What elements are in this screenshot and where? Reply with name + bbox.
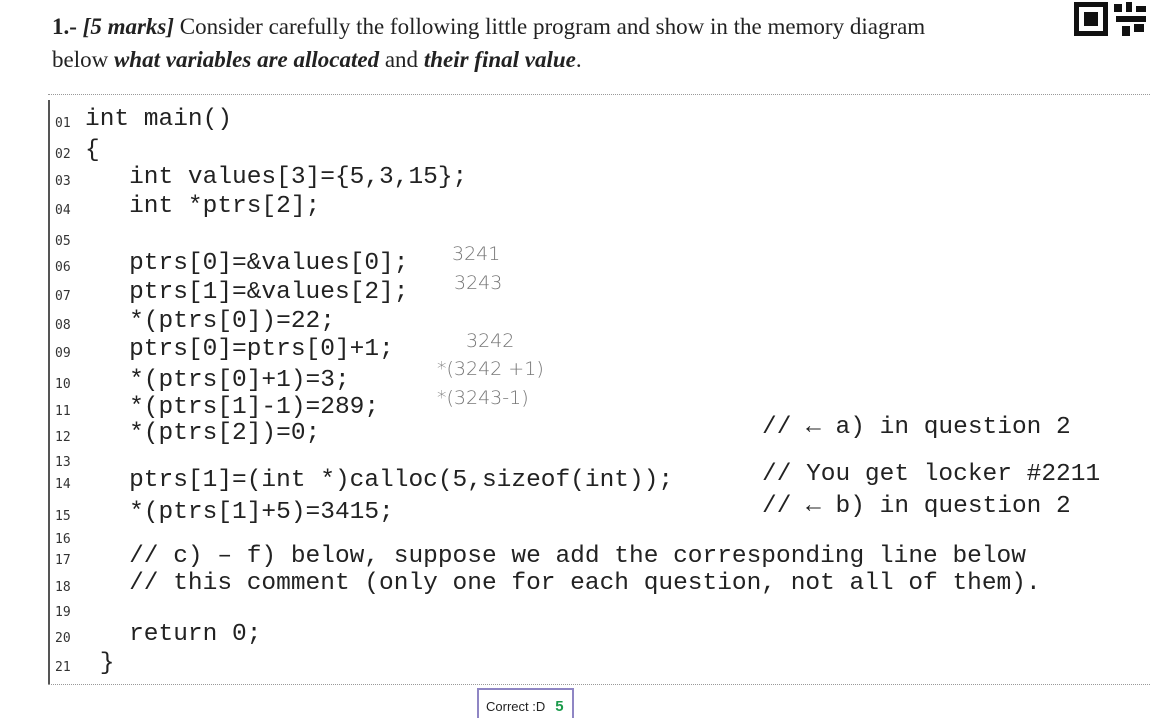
line-number: 13 <box>55 455 71 470</box>
question-emphasis: what variables are allocated <box>113 47 380 72</box>
divider <box>48 684 1150 685</box>
line-number: 10 <box>55 377 71 392</box>
line-number: 18 <box>55 580 71 595</box>
line-number: 15 <box>55 509 71 524</box>
line-number: 20 <box>55 631 71 646</box>
divider <box>48 94 1150 95</box>
code-comment: // ← a) in question 2 <box>762 414 1071 441</box>
line-number: 02 <box>55 147 71 162</box>
code-line: *(ptrs[0]+1)=3; <box>85 367 350 394</box>
code-line: // c) – f) below, suppose we add the cor… <box>85 543 1026 570</box>
line-number: 04 <box>55 203 71 218</box>
handwritten-note: *(3243-1) <box>437 387 529 409</box>
grade-label: Correct :D <box>486 699 546 714</box>
grade-score: 5 <box>555 698 564 715</box>
line-number: 21 <box>55 660 71 675</box>
code-line: int values[3]={5,3,15}; <box>85 164 468 191</box>
line-number: 14 <box>55 477 71 492</box>
question-text: 1.- [5 marks] Consider carefully the fol… <box>52 10 932 76</box>
question-part: and <box>379 47 424 72</box>
question-emphasis: their final value <box>423 47 576 72</box>
code-line: int *ptrs[2]; <box>85 193 321 220</box>
handwritten-note: 3242 <box>466 330 515 352</box>
grade-badge: Correct :D 5 <box>477 688 574 718</box>
code-line: ptrs[0]=ptrs[0]+1; <box>85 336 394 363</box>
code-line: { <box>85 137 100 164</box>
code-line: *(ptrs[0])=22; <box>85 308 335 335</box>
line-number: 07 <box>55 289 71 304</box>
line-number: 06 <box>55 260 71 275</box>
code-line: *(ptrs[1]-1)=289; <box>85 394 380 421</box>
code-line: return 0; <box>85 621 262 648</box>
qr-code-icon <box>1074 2 1146 36</box>
question-number: 1.- <box>52 14 77 39</box>
handwritten-note: 3243 <box>454 272 503 294</box>
code-line: ptrs[1]=(int *)calloc(5,sizeof(int)); <box>85 467 674 494</box>
line-number: 19 <box>55 605 71 620</box>
line-number: 01 <box>55 116 71 131</box>
code-line: // this comment (only one for each quest… <box>85 570 1041 597</box>
code-listing <box>48 100 1150 684</box>
line-number: 05 <box>55 234 71 249</box>
code-line: ptrs[1]=&values[2]; <box>85 279 409 306</box>
handwritten-note: 3241 <box>452 243 501 265</box>
line-number: 16 <box>55 532 71 547</box>
line-number: 03 <box>55 174 71 189</box>
code-line: ptrs[0]=&values[0]; <box>85 250 409 277</box>
code-line: } <box>85 650 115 677</box>
code-comment: // You get locker #2211 <box>762 461 1101 488</box>
line-number: 08 <box>55 318 71 333</box>
line-number: 17 <box>55 553 71 568</box>
code-line: *(ptrs[2])=0; <box>85 420 321 447</box>
question-part: Consider carefully the following little … <box>52 14 926 72</box>
question-part: . <box>575 47 582 72</box>
code-comment: // ← b) in question 2 <box>762 493 1071 520</box>
question-marks: [5 marks] <box>82 14 175 39</box>
line-number: 12 <box>55 430 71 445</box>
code-line: int main() <box>85 106 233 133</box>
line-number: 09 <box>55 346 71 361</box>
handwritten-note: *(3242 +1) <box>437 358 544 380</box>
line-number: 11 <box>55 404 71 419</box>
code-line: *(ptrs[1]+5)=3415; <box>85 499 394 526</box>
